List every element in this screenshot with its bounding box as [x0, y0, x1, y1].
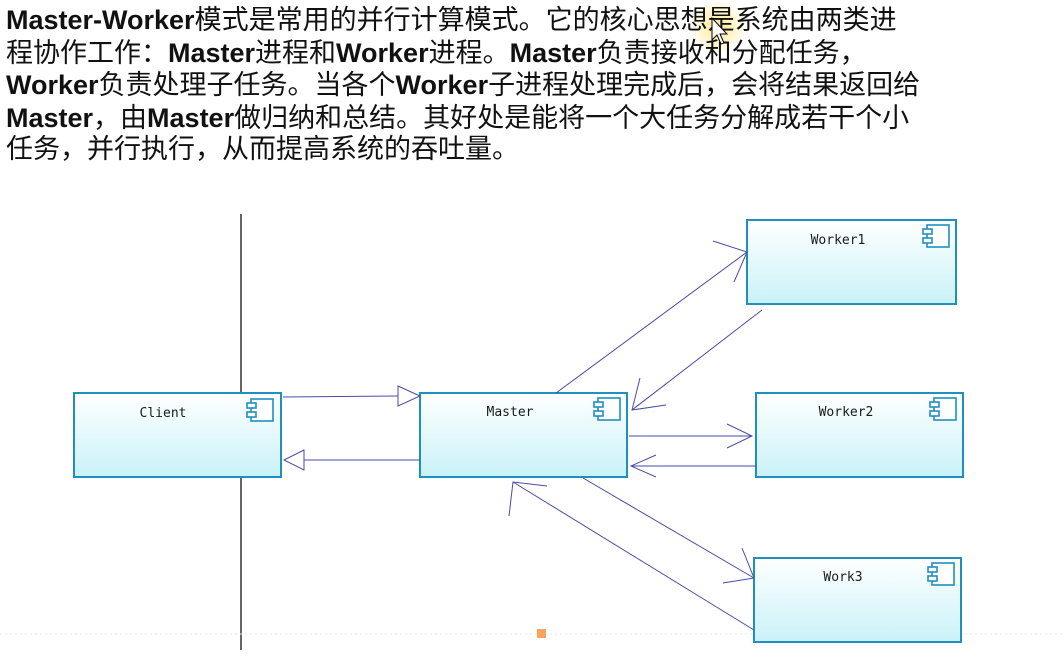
orange-marker	[537, 629, 546, 638]
client-to-master-arrow	[282, 385, 422, 407]
paragraph-text-run: ，由	[93, 102, 148, 134]
paragraph-text-run: Worker	[336, 37, 429, 68]
worker2-label: Worker2	[819, 405, 874, 420]
uml-component-icon	[929, 397, 957, 421]
paragraph-text-run: 任务，并行执行，从而提高系统的吞吐量。	[6, 134, 519, 165]
worker2-to-master-arrow	[629, 454, 756, 478]
worker3-label: Work3	[823, 570, 862, 585]
master-to-worker1-arrow	[555, 240, 748, 394]
paragraph-line: Worker负责处理子任务。当各个Worker子进程处理完成后，会将结果返回给	[6, 69, 1064, 102]
paragraph-text-run: 程协作工作：	[6, 37, 168, 69]
paragraph-text-run: Worker	[395, 70, 489, 100]
paragraph-text-run: Master	[168, 37, 256, 68]
master-component[interactable]: Master	[419, 392, 628, 478]
master-to-worker2-arrow	[629, 423, 754, 449]
paragraph-text-run: Master	[147, 102, 235, 133]
mouse-cursor-icon	[711, 16, 729, 45]
paragraph-text-run: Master-Worker	[6, 5, 195, 35]
paragraph-line: Master-Worker模式是常用的并行计算模式。它的核心思想是系统由两类进	[6, 4, 1064, 37]
paragraph-text-run: 做归纳和总结。其好处是能将一个大任务分解成若干个小	[234, 102, 910, 134]
worker1-to-master-arrow	[631, 309, 763, 411]
paragraph-line: 任务，并行执行，从而提高系统的吞吐量。	[6, 134, 1064, 167]
worker1-label: Worker1	[811, 233, 866, 248]
paragraph-text-run: Master	[509, 37, 597, 68]
paragraph-text-run: 负责处理子任务。当各个	[98, 70, 396, 101]
worker1-component[interactable]: Worker1	[746, 219, 957, 305]
paragraph-text-run: 负责接收和分配任务，	[596, 37, 867, 69]
master-label: Master	[487, 405, 534, 420]
uml-component-icon	[922, 224, 950, 248]
uml-component-icon	[246, 398, 274, 422]
worker3-component[interactable]: Work3	[753, 557, 962, 643]
client-component[interactable]: Client	[73, 392, 282, 478]
paragraph-line: 程协作工作：Master进程和Worker进程。Master负责接收和分配任务，	[6, 37, 1064, 70]
master-to-client-arrow	[282, 449, 420, 471]
uml-component-icon	[593, 397, 621, 421]
paragraph-text-run: Worker	[6, 70, 99, 100]
uml-component-icon	[927, 562, 955, 586]
paragraph-text-run: Master	[6, 102, 94, 133]
paragraph-text-run: 模式是常用的并行计算模式。它的核心思想是系统由两类进	[194, 5, 897, 36]
paragraph-text-run: 进程。	[428, 37, 510, 69]
description-paragraph: Master-Worker模式是常用的并行计算模式。它的核心思想是系统由两类进 …	[6, 4, 1064, 167]
client-label: Client	[140, 406, 187, 421]
paragraph-text-run: 子进程处理完成后，会将结果返回给	[488, 70, 921, 101]
master-to-worker3-arrow	[582, 477, 755, 584]
paragraph-line: Master，由Master做归纳和总结。其好处是能将一个大任务分解成若干个小	[6, 102, 1064, 135]
paragraph-text-run: 进程和	[255, 37, 337, 69]
worker3-to-master-arrow	[508, 481, 755, 631]
worker2-component[interactable]: Worker2	[755, 392, 964, 478]
